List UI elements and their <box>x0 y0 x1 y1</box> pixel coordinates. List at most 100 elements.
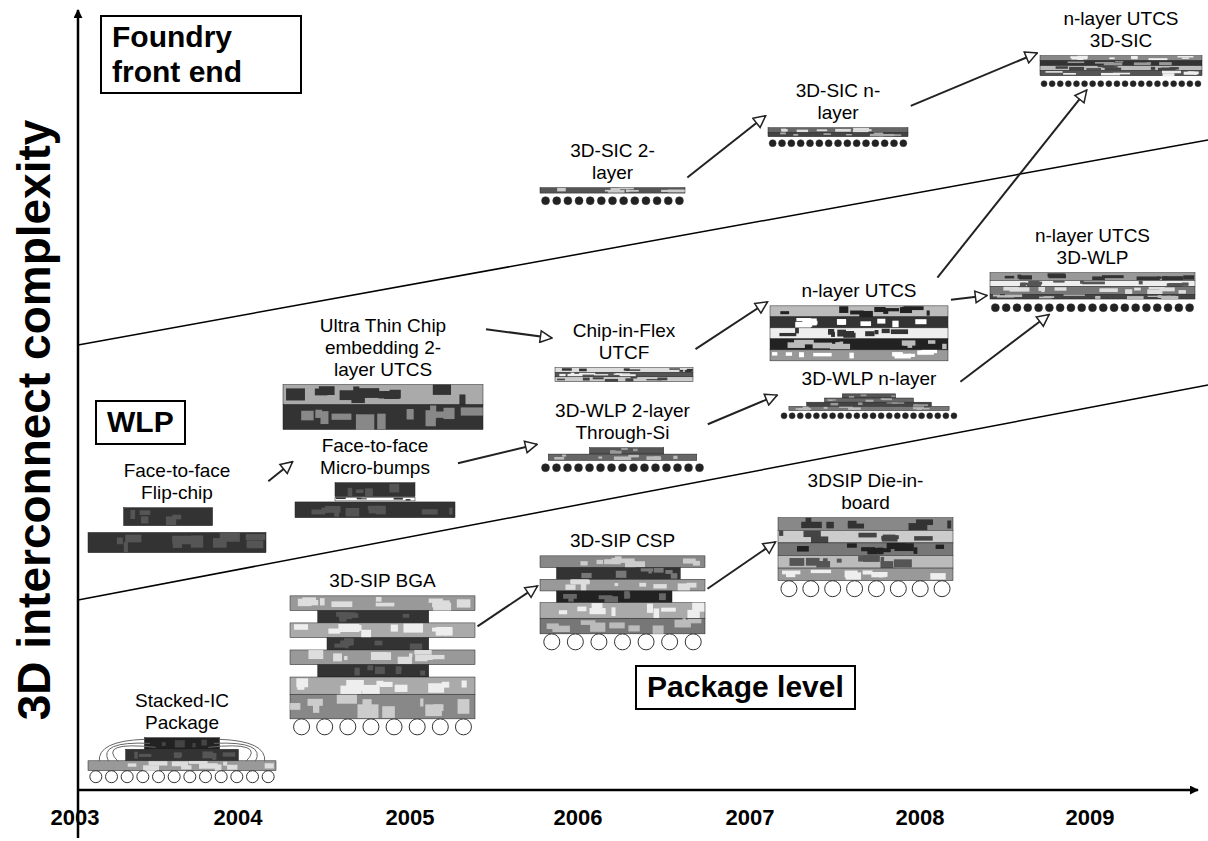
texture <box>394 498 403 500</box>
technology-item: Ultra Thin Chip embedding 2-layer UTCS <box>283 315 483 430</box>
layer <box>327 638 429 650</box>
texture <box>835 129 851 132</box>
year-tick-label: 2004 <box>203 807 273 829</box>
texture <box>1115 61 1123 62</box>
texture <box>1053 281 1064 283</box>
solder-ball <box>215 771 227 783</box>
texture <box>346 508 360 516</box>
texture <box>420 671 425 676</box>
texture <box>904 342 909 346</box>
texture <box>302 597 316 604</box>
texture <box>367 665 373 670</box>
solder-ball <box>846 413 852 419</box>
region-divider <box>78 385 1208 600</box>
texture <box>646 456 660 460</box>
cross-section-picture <box>990 273 1195 312</box>
texture <box>581 573 591 578</box>
texture <box>265 763 274 768</box>
technology-label: 3D-SIP CSP <box>548 530 698 552</box>
layer <box>590 448 664 454</box>
solder-ball <box>825 581 841 597</box>
texture <box>863 570 873 574</box>
texture <box>863 556 880 562</box>
bond-wire <box>113 746 156 762</box>
texture <box>830 403 838 406</box>
solder-ball <box>1154 81 1160 87</box>
texture <box>654 568 664 573</box>
solder-ball <box>1090 81 1096 87</box>
texture <box>1109 57 1114 59</box>
solder-ball <box>662 634 678 650</box>
technology-label: 3D-SIP BGA <box>298 570 468 592</box>
layer <box>825 398 914 402</box>
layer <box>555 368 693 373</box>
solder-ball <box>674 464 682 472</box>
texture <box>803 531 820 537</box>
texture <box>571 580 590 584</box>
texture <box>806 558 820 566</box>
texture <box>824 133 831 135</box>
technology-item: Face-to-face Micro-bumps <box>295 435 455 518</box>
solder-ball <box>1057 81 1063 87</box>
texture <box>875 330 879 334</box>
solder-ball <box>137 771 149 783</box>
texture <box>583 378 590 381</box>
texture <box>410 644 422 651</box>
solder-ball <box>797 413 803 419</box>
texture <box>678 583 690 590</box>
solder-ball <box>597 197 605 205</box>
texture <box>849 396 854 398</box>
layer <box>540 188 685 193</box>
texture <box>376 597 382 602</box>
solder-ball <box>886 413 892 419</box>
solder-ball <box>675 197 683 205</box>
texture <box>653 608 659 618</box>
texture <box>559 610 567 614</box>
texture <box>848 521 857 525</box>
technology-label: Chip-in-Flex UTCF <box>559 320 689 364</box>
texture <box>376 603 395 607</box>
solder-ball <box>1186 304 1194 312</box>
solder-ball <box>638 634 654 650</box>
texture <box>336 497 346 499</box>
texture <box>653 625 664 633</box>
technology-label: 3D-SIC n-layer <box>788 80 888 124</box>
texture <box>312 509 326 514</box>
texture <box>1167 283 1183 286</box>
solder-ball <box>553 464 561 472</box>
texture <box>117 538 123 545</box>
solder-ball <box>813 413 819 419</box>
texture <box>428 683 444 693</box>
solder-ball <box>769 140 776 147</box>
technology-label: 3D-SIC 2-layer <box>563 140 663 184</box>
texture <box>860 321 871 326</box>
texture <box>611 607 615 616</box>
texture <box>1179 290 1186 294</box>
texture <box>1063 73 1076 75</box>
texture <box>673 456 677 459</box>
layer <box>295 502 455 518</box>
texture <box>797 546 809 552</box>
solder-ball <box>294 719 310 735</box>
solder-ball <box>564 197 572 205</box>
texture <box>331 601 352 607</box>
solder-ball <box>900 140 907 147</box>
texture <box>395 685 408 692</box>
texture <box>1127 296 1144 299</box>
cross-section-picture <box>283 385 483 430</box>
layer <box>318 665 429 677</box>
solder-ball <box>363 719 379 735</box>
texture <box>382 706 395 718</box>
texture <box>813 343 832 349</box>
solder-ball <box>1045 304 1053 312</box>
axis-title: 3D interconnect complexity <box>11 20 57 820</box>
solder-ball <box>409 719 425 735</box>
layer <box>88 532 266 552</box>
solder-ball <box>1171 81 1177 87</box>
texture <box>389 484 399 493</box>
texture <box>1134 288 1141 291</box>
texture <box>1064 294 1085 295</box>
texture <box>414 650 431 655</box>
texture <box>609 622 624 628</box>
texture <box>406 499 411 500</box>
